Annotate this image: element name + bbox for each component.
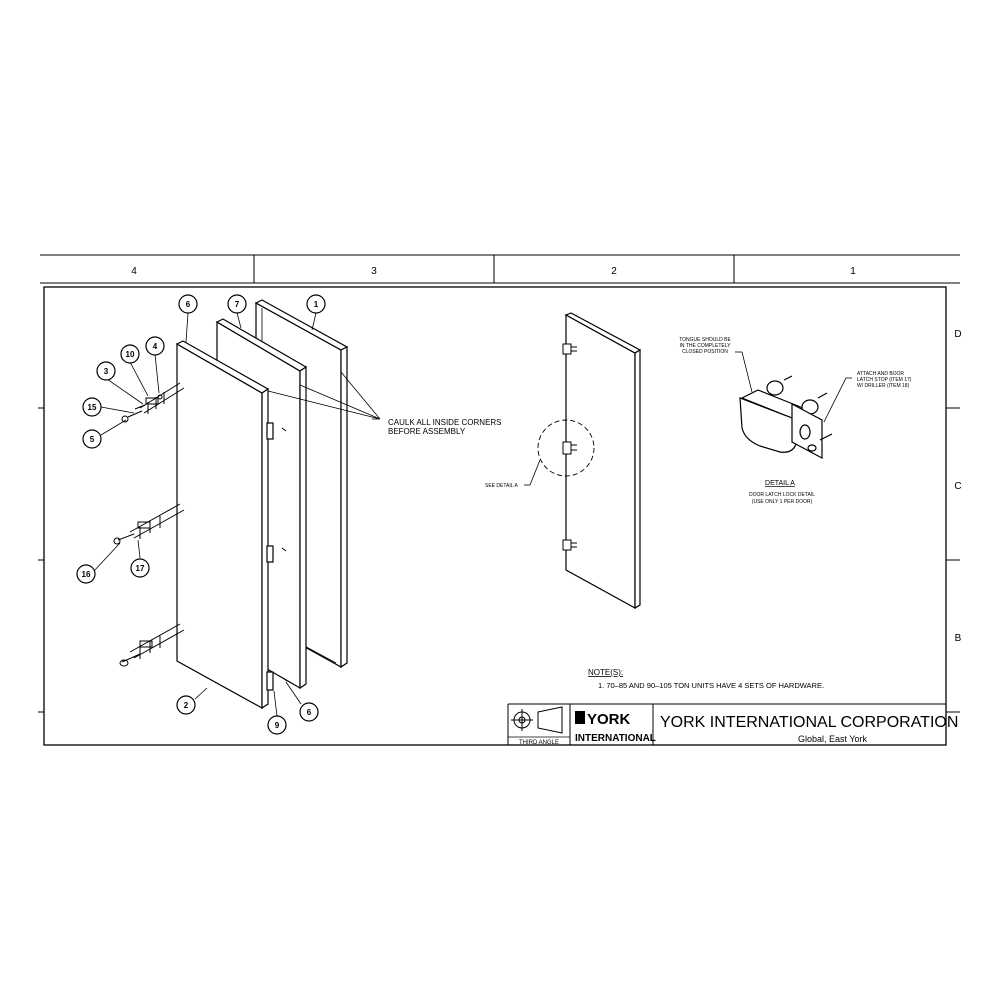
zone-label-1: 1 xyxy=(850,266,856,277)
notes-heading: NOTE(S): xyxy=(588,668,623,677)
svg-text:6: 6 xyxy=(307,708,312,717)
hinge-set-lower xyxy=(119,623,185,667)
sheet-frame xyxy=(38,254,960,746)
company-location: Global, East York xyxy=(798,734,868,744)
svg-text:7: 7 xyxy=(235,300,240,309)
hinge-set-upper xyxy=(121,382,185,423)
company-name: YORK INTERNATIONAL CORPORATION xyxy=(660,714,958,731)
latch-parts-item-9 xyxy=(266,422,288,691)
title-block: THIRD ANGLE YORK INTERNATIONAL YORK INTE… xyxy=(507,703,958,746)
item-balloon-16: 16 xyxy=(76,564,96,584)
caulk-callout: CAULK ALL INSIDE CORNERS BEFORE ASSEMBLY xyxy=(388,418,502,436)
tongue-note-line-1: TONGUE SHOULD BE xyxy=(679,337,731,343)
caulk-line-1: CAULK ALL INSIDE CORNERS xyxy=(388,418,502,427)
assembled-door-view: SEE DETAIL A xyxy=(485,312,642,610)
svg-text:6: 6 xyxy=(186,300,191,309)
item-balloon-2: 2 xyxy=(176,695,196,715)
item-balloon-3: 3 xyxy=(96,361,116,381)
detail-a-caption-2: (USE ONLY 1 PER DOOR) xyxy=(752,499,813,505)
exploded-door-assembly: 1 7 6 4 10 3 15 5 xyxy=(76,294,502,735)
item-balloon-7: 7 xyxy=(227,294,247,314)
caulk-line-2: BEFORE ASSEMBLY xyxy=(388,427,466,436)
item-balloon-6-top: 6 xyxy=(178,294,198,314)
item-balloon-6-bottom: 6 xyxy=(299,702,319,722)
projection-label: THIRD ANGLE xyxy=(519,740,559,746)
svg-text:YORK: YORK xyxy=(587,711,631,728)
see-detail-label: SEE DETAIL A xyxy=(485,483,518,489)
zone-label-c: C xyxy=(954,481,961,492)
detail-a-latch: TONGUE SHOULD BE IN THE COMPLETELY CLOSE… xyxy=(679,337,912,505)
svg-text:16: 16 xyxy=(82,570,91,579)
balloon-leaders xyxy=(93,312,381,717)
third-angle-projection-symbol xyxy=(511,706,563,734)
svg-text:15: 15 xyxy=(88,403,97,412)
zone-labels-right: D C B xyxy=(954,329,961,644)
zone-label-b: B xyxy=(955,633,962,644)
detail-a-circle xyxy=(537,419,595,477)
item-balloon-9: 9 xyxy=(267,715,287,735)
svg-text:1: 1 xyxy=(314,300,319,309)
tongue-note-line-2: IN THE COMPLETELY xyxy=(680,343,732,349)
zone-label-d: D xyxy=(954,329,961,340)
svg-text:9: 9 xyxy=(275,721,280,730)
svg-text:2: 2 xyxy=(184,701,189,710)
attach-note-line-1: ATTACH AND BOOR xyxy=(857,371,904,377)
item-balloon-15: 15 xyxy=(82,397,102,417)
drawing-notes: NOTE(S): 1. 70–85 AND 90–105 TON UNITS H… xyxy=(588,668,824,690)
detail-a-title: DETAIL A xyxy=(765,480,795,487)
svg-text:4: 4 xyxy=(153,342,158,351)
panel-item-2 xyxy=(175,340,270,710)
attach-note-line-2: LATCH STOP (ITEM 17) xyxy=(857,377,912,383)
hinge-set-middle xyxy=(113,503,185,545)
svg-text:10: 10 xyxy=(126,350,135,359)
tongue-note-line-3: CLOSED POSITION xyxy=(682,349,728,355)
zone-label-2: 2 xyxy=(611,266,617,277)
item-balloon-17: 17 xyxy=(130,558,150,578)
svg-text:3: 3 xyxy=(104,367,109,376)
zone-label-4: 4 xyxy=(131,266,137,277)
svg-text:5: 5 xyxy=(90,435,95,444)
detail-a-caption-1: DOOR LATCH LOCK DETAIL xyxy=(749,492,815,498)
door-hinges xyxy=(562,343,577,551)
attach-note-line-3: W/ DRILLER (ITEM 18) xyxy=(857,383,910,389)
zone-labels-top: 4 3 2 1 xyxy=(131,266,856,277)
hinge-hardware-sets xyxy=(113,382,185,667)
york-logo: YORK INTERNATIONAL xyxy=(575,711,656,744)
item-balloon-4: 4 xyxy=(145,336,165,356)
zone-label-3: 3 xyxy=(371,266,377,277)
svg-text:INTERNATIONAL: INTERNATIONAL xyxy=(575,733,656,744)
item-balloon-1: 1 xyxy=(306,294,326,314)
item-balloon-10: 10 xyxy=(120,344,140,364)
notes-item-1: 1. 70–85 AND 90–105 TON UNITS HAVE 4 SET… xyxy=(598,681,824,690)
item-balloon-5: 5 xyxy=(82,429,102,449)
svg-text:17: 17 xyxy=(136,564,145,573)
